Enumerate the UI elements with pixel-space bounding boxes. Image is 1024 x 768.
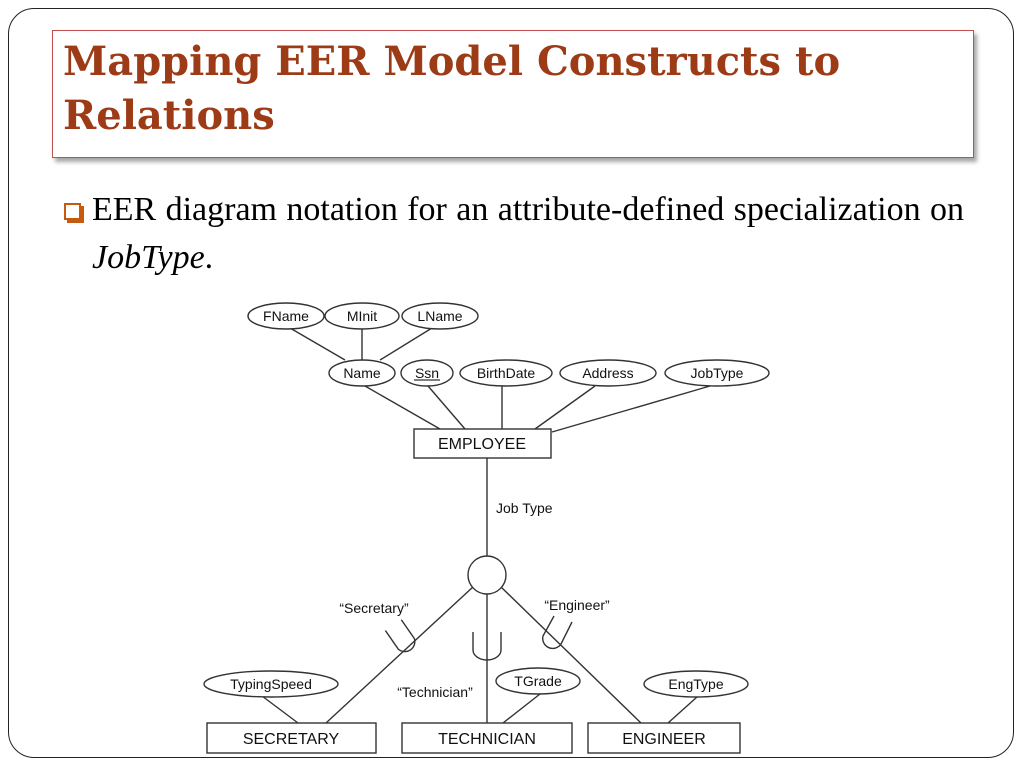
entity-technician-box — [401, 722, 573, 754]
attr-minit-ellipse — [324, 302, 400, 330]
subset-symbol-secretary — [384, 619, 416, 653]
entity-employee-box — [413, 428, 552, 459]
attr-minit-label: MInit — [347, 308, 377, 324]
bullet-marker — [64, 203, 81, 220]
link-fname-name — [289, 327, 346, 361]
entity-engineer-box — [587, 722, 741, 754]
bullet-text-after: . — [204, 239, 214, 276]
attr-tgrade-label: TGrade — [514, 673, 562, 689]
subset-symbol-engineer — [542, 615, 573, 650]
branch-label-engineer: “Engineer” — [544, 597, 610, 613]
attr-lname-label: LName — [417, 308, 462, 324]
attr-birthdate-label: BirthDate — [477, 365, 536, 381]
entity-technician-label: TECHNICIAN — [438, 731, 536, 748]
attr-birthdate-ellipse — [459, 359, 553, 387]
defining-attribute-label: Job Type — [496, 500, 553, 516]
link-tgrade-technician — [502, 693, 541, 724]
link-engtype-engineer — [667, 696, 698, 724]
link-name-employee — [364, 385, 441, 430]
branch-label-secretary: “Secretary” — [339, 600, 409, 616]
bullet-text: EER diagram notation for an attribute-de… — [92, 186, 964, 282]
attr-name-ellipse — [328, 359, 396, 387]
entity-secretary-box — [206, 722, 377, 754]
link-ssn-employee — [427, 385, 466, 430]
link-circle-engineer — [499, 585, 642, 724]
attr-typingspeed-label: TypingSpeed — [230, 676, 312, 692]
attr-jobtype-ellipse — [664, 359, 770, 387]
entity-secretary-label: SECRETARY — [243, 731, 340, 748]
attr-address-ellipse — [559, 359, 657, 387]
attr-ssn-label: Ssn — [415, 365, 439, 381]
attr-lname-ellipse — [401, 302, 479, 330]
attr-jobtype-label: JobType — [691, 365, 744, 381]
attr-fname-ellipse — [247, 302, 325, 330]
link-circle-secretary — [325, 585, 475, 724]
subset-symbol-technician — [472, 632, 502, 661]
attr-typingspeed-ellipse — [203, 670, 339, 698]
bullet-text-emphasis: JobType — [92, 239, 205, 276]
link-lname-name — [379, 327, 433, 361]
specialization-circle — [467, 555, 507, 595]
branch-label-technician: “Technician” — [397, 684, 473, 700]
link-jobtype-employee — [551, 385, 711, 433]
title-box: Mapping EER Model Constructs to Relation… — [52, 30, 974, 158]
slide-title: Mapping EER Model Constructs to Relation… — [63, 38, 841, 139]
link-typingspeed-secretary — [261, 695, 299, 724]
attr-engtype-ellipse — [643, 670, 749, 698]
bullet-text-before: EER diagram notation for an attribute-de… — [92, 191, 964, 228]
entity-employee-label: EMPLOYEE — [438, 436, 526, 453]
attr-name-label: Name — [343, 365, 381, 381]
entity-engineer-label: ENGINEER — [622, 731, 706, 748]
attr-address-label: Address — [582, 365, 633, 381]
link-address-employee — [534, 385, 596, 430]
attr-fname-label: FName — [263, 308, 309, 324]
attr-engtype-label: EngType — [668, 676, 723, 692]
attr-tgrade-ellipse — [495, 667, 581, 695]
